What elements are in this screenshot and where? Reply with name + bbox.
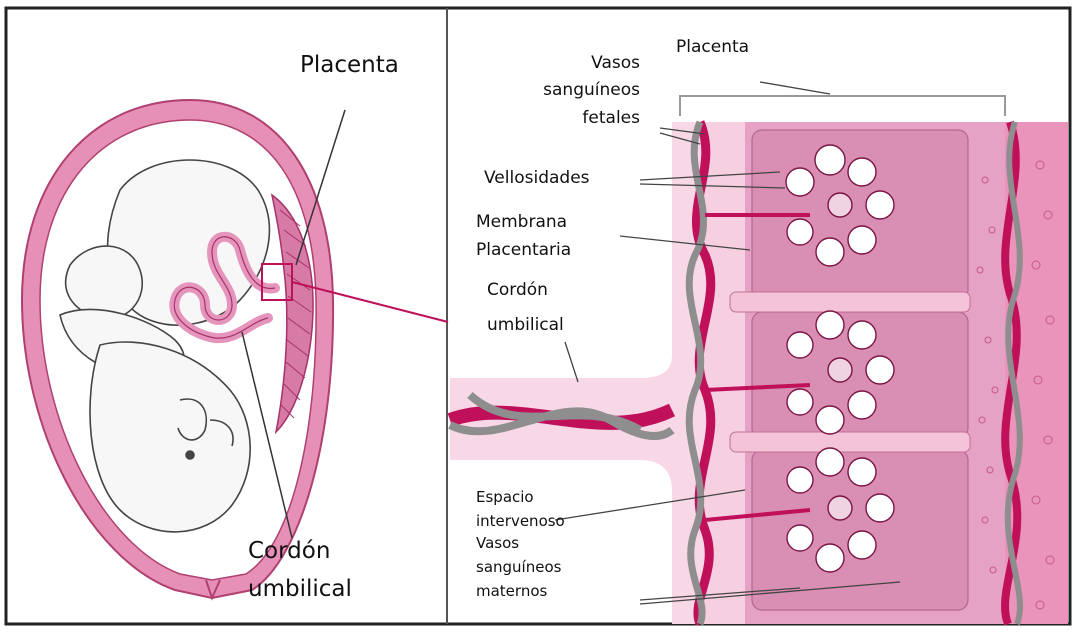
label-vasos-fetales-3: fetales [540, 108, 640, 129]
label-vasos-maternos-1: Vasos [476, 534, 519, 553]
label-cordon-right-1: Cordón [487, 280, 548, 301]
label-membrana-2: Placentaria [476, 240, 571, 261]
label-vasos-maternos-3: maternos [476, 582, 547, 601]
label-vasos-maternos-2: sanguíneos [476, 558, 561, 577]
label-cordon-left-2: umbilical [248, 575, 352, 604]
label-vellosidades: Vellosidades [484, 168, 590, 189]
label-placenta-left: Placenta [300, 51, 399, 80]
label-cordon-right-2: umbilical [487, 315, 564, 336]
label-membrana-1: Membrana [476, 212, 567, 233]
label-cordon-left-1: Cordón [248, 537, 330, 566]
label-vasos-fetales-1: Vasos [540, 53, 640, 74]
label-espacio-2: intervenoso [476, 512, 565, 531]
label-placenta-right: Placenta [676, 37, 749, 58]
label-vasos-fetales-2: sanguíneos [540, 80, 640, 101]
label-espacio-1: Espacio [476, 488, 534, 507]
